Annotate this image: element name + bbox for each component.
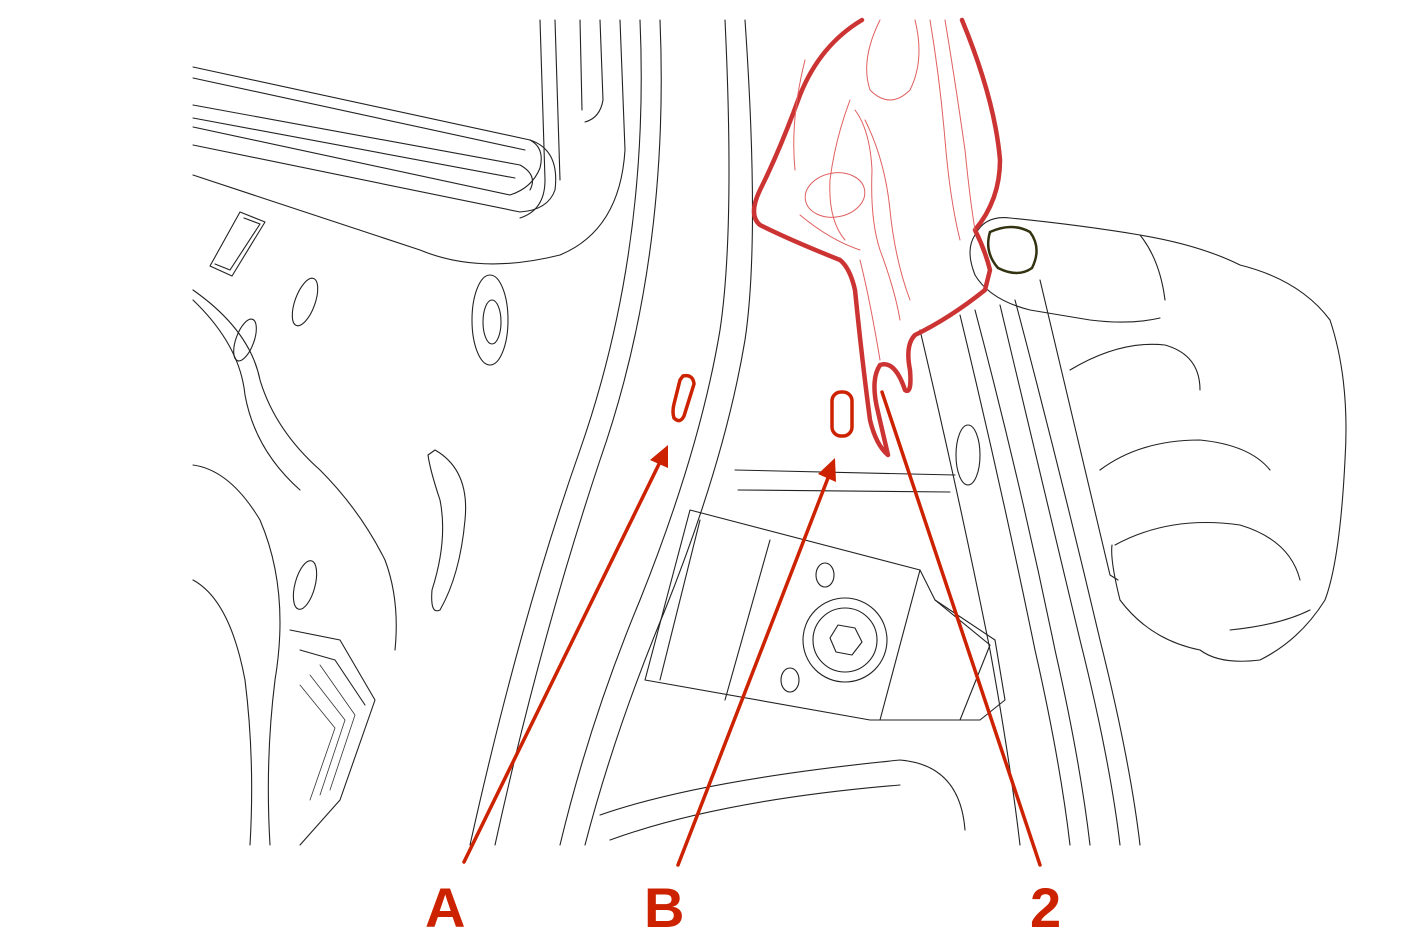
door-panel-lines xyxy=(192,211,509,846)
leader-b xyxy=(676,476,830,867)
callout-label-b: B xyxy=(644,876,685,939)
arrowhead-a xyxy=(650,445,668,468)
leader-a xyxy=(462,460,662,864)
callout-label-a: A xyxy=(425,876,466,939)
hole-a xyxy=(671,373,696,423)
callout-label-2: 2 xyxy=(1030,876,1062,939)
hand-illustration xyxy=(969,217,1347,662)
right-pillar-lines xyxy=(919,279,1141,846)
hole-b xyxy=(830,390,854,438)
trim-part-2 xyxy=(751,17,1003,458)
leader-lines xyxy=(462,390,1042,867)
striker-plate xyxy=(644,509,1006,721)
fixing-holes xyxy=(671,373,854,438)
arrowhead-b xyxy=(818,458,836,482)
leader-2 xyxy=(880,390,1042,867)
window-frame-lines xyxy=(192,19,626,265)
pillar-lines xyxy=(469,19,966,846)
